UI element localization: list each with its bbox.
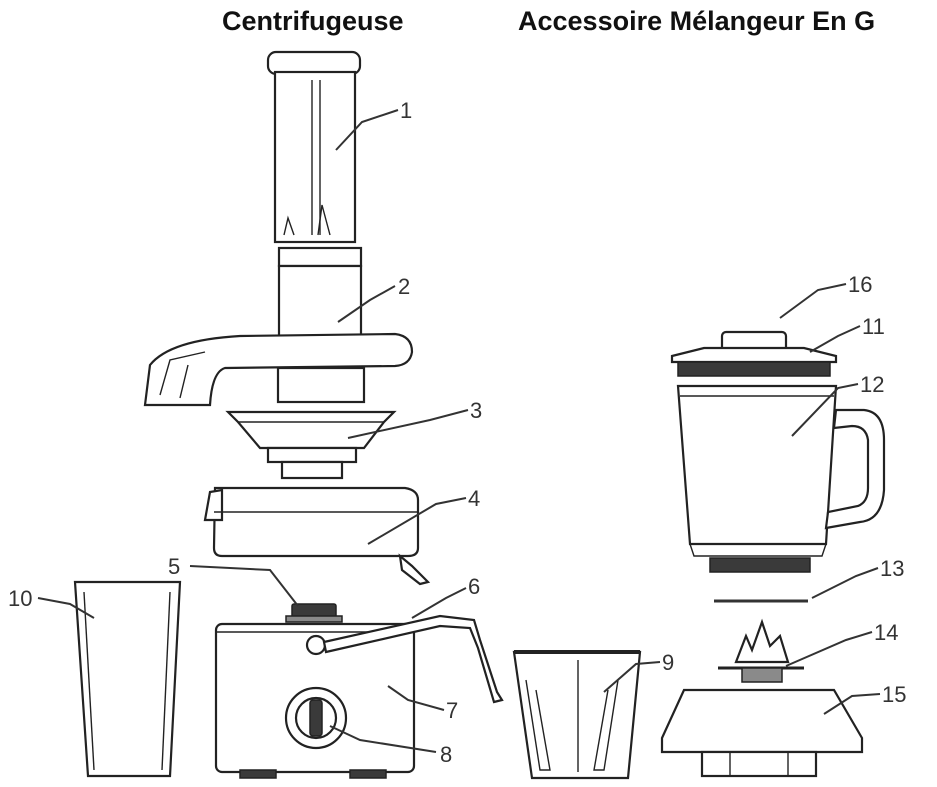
title-juicer: Centrifugeuse bbox=[222, 6, 404, 36]
jar-lid bbox=[670, 346, 838, 377]
callout-1: 1 bbox=[400, 98, 412, 123]
callout-16: 16 bbox=[848, 272, 872, 297]
blade-assembly bbox=[718, 618, 804, 683]
callout-10: 10 bbox=[8, 586, 32, 611]
callout-15: 15 bbox=[882, 682, 906, 707]
juice-bowl bbox=[203, 486, 431, 586]
juice-jug bbox=[73, 580, 182, 778]
jar-base bbox=[660, 688, 864, 778]
drive-coupling bbox=[285, 603, 343, 623]
callout-12: 12 bbox=[860, 372, 884, 397]
filter-basket bbox=[225, 410, 397, 480]
food-pusher bbox=[266, 50, 362, 244]
blender-jar bbox=[676, 384, 886, 573]
leader-lines bbox=[37, 109, 881, 753]
title-blender-accessory: Accessoire Mélangeur En G bbox=[518, 6, 876, 36]
callout-5: 5 bbox=[168, 554, 180, 579]
blender-cup bbox=[512, 650, 642, 780]
callout-7: 7 bbox=[446, 698, 458, 723]
lid-feed-chute bbox=[143, 246, 414, 407]
callout-3: 3 bbox=[470, 398, 482, 423]
callout-9: 9 bbox=[662, 650, 674, 675]
callout-8: 8 bbox=[440, 742, 452, 767]
callout-11: 11 bbox=[862, 314, 885, 339]
control-knob bbox=[284, 686, 348, 750]
callout-numbers: 1 2 3 4 5 6 7 8 9 10 11 12 13 14 15 16 bbox=[8, 98, 906, 767]
callout-14: 14 bbox=[874, 620, 898, 645]
callout-13: 13 bbox=[880, 556, 904, 581]
callout-6: 6 bbox=[468, 574, 480, 599]
callout-4: 4 bbox=[468, 486, 480, 511]
callout-2: 2 bbox=[398, 274, 410, 299]
safety-arm bbox=[305, 614, 504, 704]
